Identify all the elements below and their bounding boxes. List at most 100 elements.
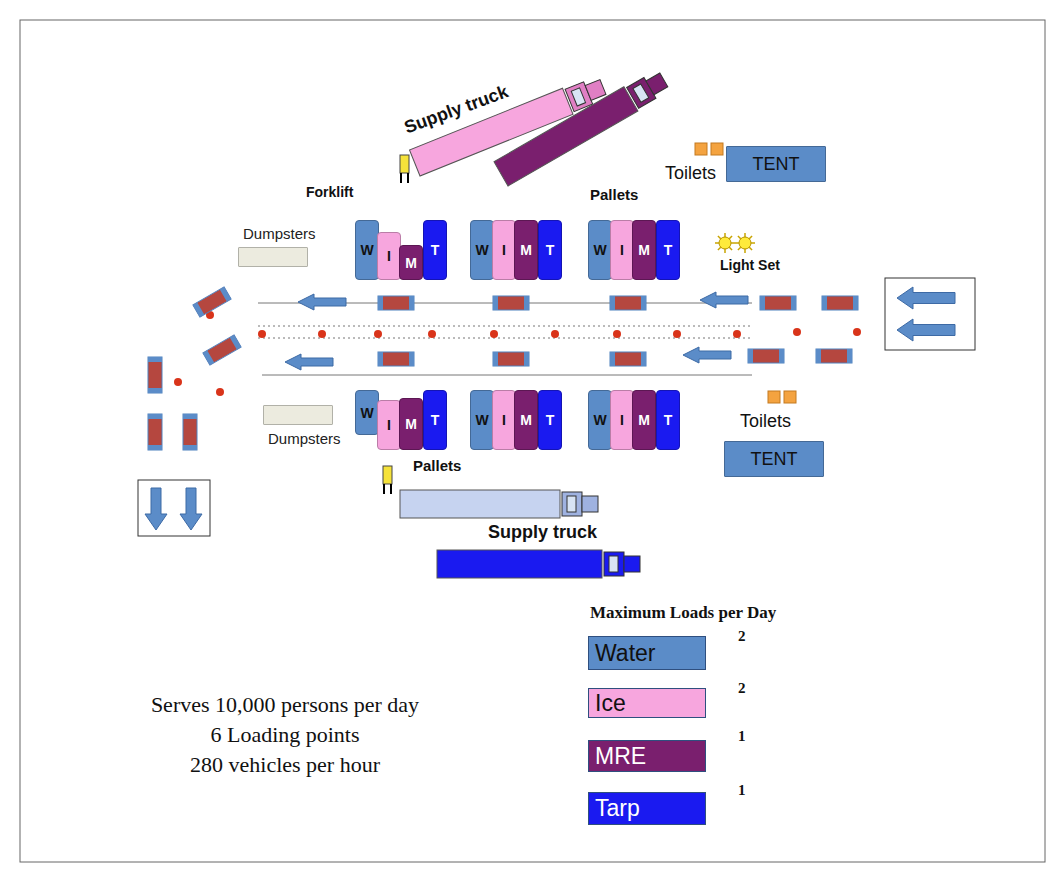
supply-truck [494,68,671,186]
supply-stack: T [656,390,680,450]
supply-letter: T [664,412,673,428]
supply-letter: I [387,248,391,264]
supply-stack: T [538,390,562,450]
tent-box: TENT [726,146,826,182]
vehicle-end [148,445,162,450]
legend-swatch: MRE [588,740,706,772]
supply-letter: W [593,412,606,428]
vehicle-body [748,349,784,363]
vehicle-end [816,349,821,363]
traffic-cone [793,328,801,336]
truck-window [609,556,618,572]
supply-stack: W [355,390,379,435]
toilet-unit [711,143,723,155]
traffic-cone [428,330,436,338]
vehicle [148,414,162,450]
vehicle-end [641,352,646,366]
forklift-body [383,466,392,484]
supply-letter: W [475,412,488,428]
supply-stack: W [470,390,494,450]
light-set-label: Light Set [720,257,780,273]
supply-letter: T [546,242,555,258]
supply-letter: T [431,412,440,428]
vehicle-end [148,388,162,393]
vehicle-end [409,352,414,366]
legend-text: Ice [595,690,626,717]
legend-text: MRE [595,743,646,770]
traffic-arrow [145,488,167,530]
vehicle [822,296,858,310]
supply-stack: M [632,390,656,450]
entry-box [885,278,975,350]
supply-stack: M [514,220,538,280]
legend-text: Tarp [595,795,640,822]
forklift-label: Forklift [306,184,353,200]
vehicle [203,335,241,365]
vehicle-end [148,414,162,419]
max-loads: 2 [738,628,746,645]
traffic-arrow [298,294,346,310]
supply-letter: I [620,242,624,258]
max-loads: 2 [738,680,746,697]
vehicle-body [610,296,646,310]
supply-letter: M [405,255,417,271]
capacity-note: 280 vehicles per hour [190,752,380,777]
supply-stack: T [656,220,680,280]
supply-letter: M [520,242,532,258]
vehicle [748,349,784,363]
supply-letter: W [593,242,606,258]
forklift [383,466,392,494]
legend-swatch: Ice [588,688,706,718]
traffic-arrow [180,488,202,530]
supply-letter: M [638,242,650,258]
capacity-note: 6 Loading points [210,722,359,747]
truck-hood [585,80,606,101]
vehicle-end [641,296,646,310]
supply-stack: T [538,220,562,280]
legend-text: Water [595,640,656,667]
vehicle-end [409,296,414,310]
dumpster-label: Dumpsters [243,225,316,242]
supply-stack: I [610,390,634,450]
light-bulb [739,237,751,249]
traffic-arrow [683,347,731,363]
vehicle [493,296,529,310]
traffic-cone [374,330,382,338]
lane-line [262,375,752,376]
vehicle-body [493,296,529,310]
dumpster-box: Dumpsters [238,247,308,267]
vehicle [760,296,796,310]
truck-hood [624,556,640,572]
tent-label: TENT [751,449,798,470]
vehicle-end [524,296,529,310]
supply-stack: I [377,232,401,280]
truck-window [567,496,576,512]
supply-stack: W [588,390,612,450]
supply-stack: I [610,220,634,280]
traffic-cone [613,330,621,338]
vehicle-body [148,357,162,393]
truck-trailer [437,550,602,578]
supply-stack: W [355,220,379,280]
traffic-cone [216,388,224,396]
supply-letter: T [664,242,673,258]
truck-cab [562,492,582,516]
toilet-unit [695,143,707,155]
tent-box: TENT [724,441,824,477]
forklift [400,155,409,183]
supply-letter: M [520,412,532,428]
light-bulb [719,237,731,249]
vehicle-end [779,349,784,363]
vehicle-end [183,414,197,419]
supply-stack: T [423,220,447,280]
dumpster-label: Dumpsters [268,430,341,447]
lane-line [258,326,752,327]
supply-letter: T [431,242,440,258]
pallets-label: Pallets [590,186,638,203]
supply-letter: M [638,412,650,428]
vehicle [378,352,414,366]
vehicle-end [853,296,858,310]
supply-letter: I [387,417,391,433]
vehicle-end [791,296,796,310]
forklift-fork [390,484,392,494]
